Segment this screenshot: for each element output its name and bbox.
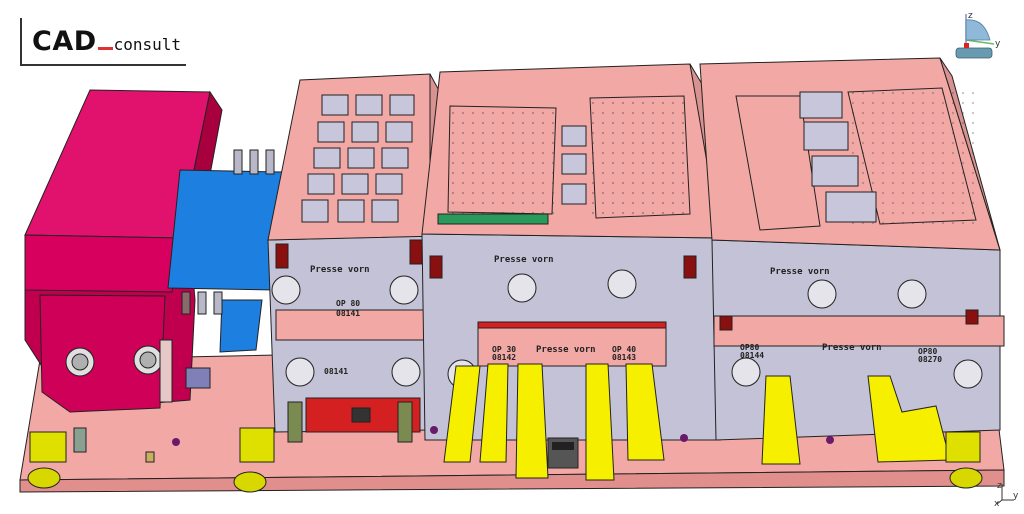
station-part-3: 08143 [612,353,636,362]
compass-y-label: y [995,39,1001,49]
cad-consult-logo: CAD consult [20,18,186,66]
front-clamps [27,427,983,493]
blue-plate [167,149,283,353]
station-part-4: 08144 [740,351,764,360]
logo-consult-text: consult [113,35,182,54]
station-extra-part: 08141 [324,367,348,376]
station-label-4: Presse vorn [822,343,882,353]
logo-cad-text: CAD [32,26,97,57]
station-part-2: 08142 [492,353,516,362]
station-op-3: OP 40 [612,345,636,354]
triad-x-label: x [994,499,1000,506]
station-label-2b: Presse vorn [536,345,596,355]
station-part-1: 08141 [336,309,360,318]
connectors [73,426,834,469]
station-op-4: OP80 [740,343,759,352]
station-label-2: Presse vorn [494,255,554,265]
station-op80-right: Presse vorn OP80 08144 Presse vorn OP80 … [699,57,1005,441]
triad-y-label: y [1013,491,1019,501]
station-op-2: OP 30 [492,345,516,354]
logo-bar-left [20,18,22,66]
station-op-1: OP 80 [336,299,360,308]
station-label-1: Presse vorn [310,265,370,275]
compass-z-label: z [968,11,973,21]
station-part-5: 08270 [918,355,942,364]
triad-z-label: z [997,481,1002,491]
logo-bar-bottom [20,64,186,66]
yellow-parts [443,363,951,481]
base-plate-edge [19,469,1005,493]
axis-triad-icon: z y x [994,481,1019,506]
logo-brand: CAD consult [32,26,181,57]
station-label-3: Presse vorn [770,267,830,277]
compass-icon[interactable]: z y [950,10,1006,66]
logo-underscore [97,47,113,50]
station-op80-left: Presse vorn OP 80 08141 08141 [267,73,443,443]
station-op-5: OP80 [918,347,937,356]
